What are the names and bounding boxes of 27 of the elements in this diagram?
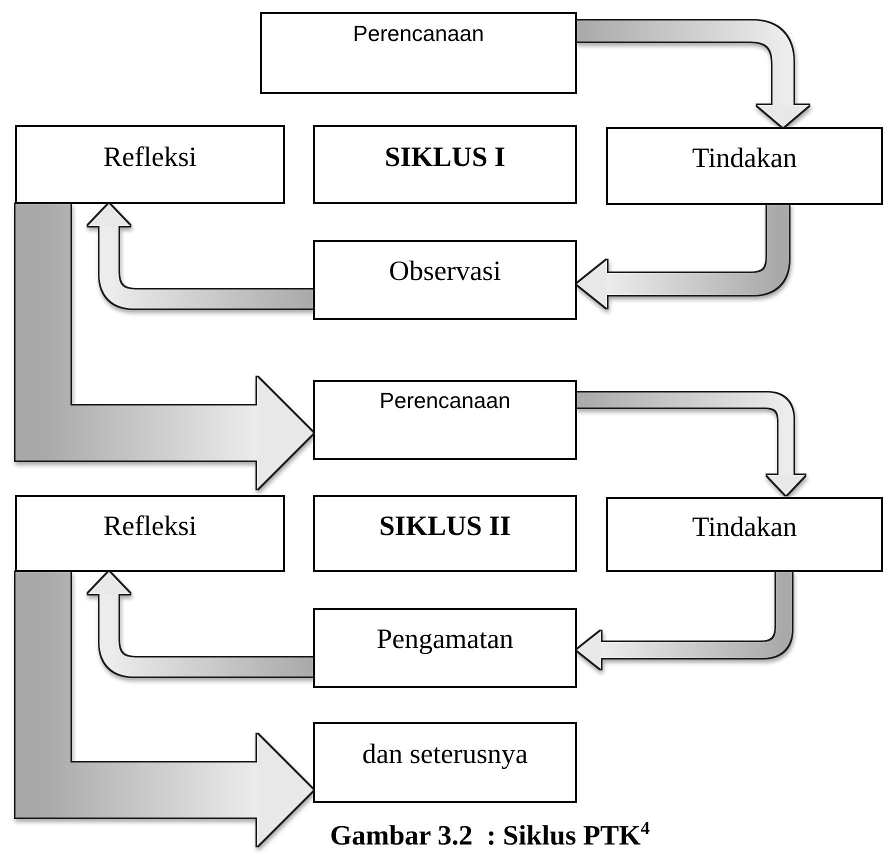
box-label: dan seterusnya [362, 738, 528, 770]
process-box [313, 608, 577, 688]
process-box [606, 497, 883, 572]
block-arrow [88, 572, 313, 676]
process-box [313, 380, 577, 460]
block-arrow [577, 392, 805, 495]
process-box [15, 125, 285, 204]
box-label: Refleksi [103, 510, 197, 542]
box-label: Tindakan [692, 143, 797, 175]
process-box [313, 495, 577, 572]
process-box [313, 125, 577, 204]
box-label: Perencanaan [380, 388, 510, 414]
process-box [313, 240, 577, 320]
box-label: SIKLUS I [384, 142, 506, 174]
box-label: Refleksi [103, 142, 197, 174]
process-box [15, 495, 285, 572]
process-box [260, 12, 577, 94]
block-arrow [88, 204, 313, 308]
box-label: Tindakan [692, 512, 797, 544]
box-label: SIKLUS II [379, 510, 511, 542]
box-label: Observasi [389, 256, 501, 288]
process-box [313, 722, 577, 803]
box-label: Perencanaan [353, 21, 484, 47]
figure-caption: Gambar 3.2 : Siklus PTK$^{4}$ [330, 818, 650, 852]
box-label: Pengamatan [376, 624, 514, 656]
process-box [606, 127, 883, 205]
block-arrow [577, 20, 809, 127]
